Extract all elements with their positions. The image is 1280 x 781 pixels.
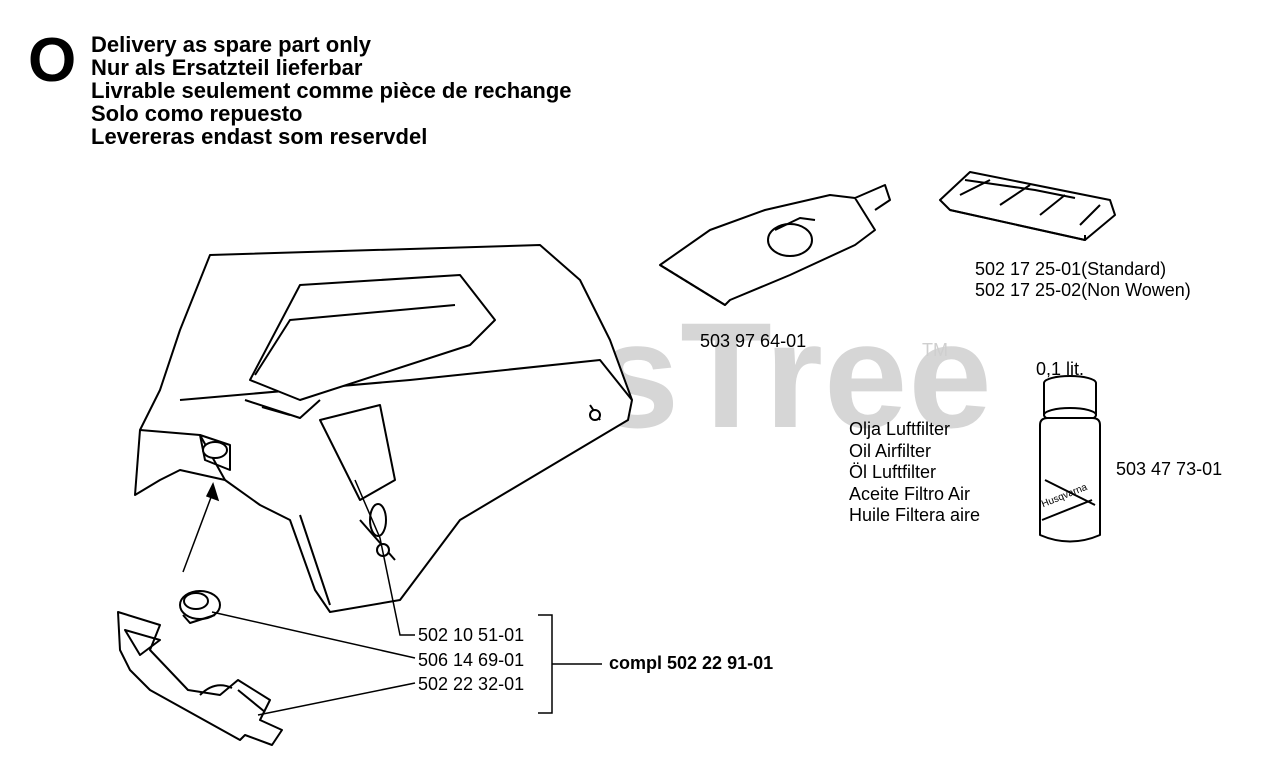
air-filter-part-number-standard: 502 17 25-01(Standard)	[975, 259, 1167, 279]
complete-assembly-number: compl 502 22 91-01	[609, 653, 774, 673]
delivery-note-line-sv: Levereras endast som reservdel	[91, 124, 428, 149]
delivery-note-line-en: Delivery as spare part only	[91, 32, 372, 57]
grease-tube-drawing	[659, 184, 891, 306]
oil-label-es: Aceite Filtro Air	[849, 483, 971, 504]
oil-label-sv: Olja Luftfilter	[849, 419, 951, 439]
oil-part-number: 503 47 73-01	[1116, 459, 1223, 479]
filter-cover-drawing	[134, 244, 633, 613]
watermark-trademark: TM	[922, 340, 948, 360]
oil-volume: 0,1 lit.	[1036, 359, 1085, 379]
air-filter-drawing	[939, 171, 1116, 241]
oil-labels: Olja Luftfilter Oil Airfilter Öl Luftfil…	[849, 419, 980, 527]
cover-part-number: 502 10 51-01	[418, 625, 525, 645]
tube-part-number: 503 97 64-01	[700, 331, 807, 351]
air-filter-part-number-nonwoven: 502 17 25-02(Non Wowen)	[975, 280, 1191, 300]
grommet-drawing	[179, 590, 221, 624]
delivery-note-line-fr: Livrable seulement comme pièce de rechan…	[91, 78, 572, 103]
leader-lines	[211, 479, 602, 716]
delivery-note-line-de: Nur als Ersatzteil lieferbar	[91, 55, 363, 80]
delivery-note-line-es: Solo como repuesto	[91, 101, 303, 126]
assembly-arrow	[182, 482, 220, 573]
oil-label-de: Öl Luftfilter	[849, 462, 937, 482]
bracket-part-number: 502 22 32-01	[418, 674, 525, 694]
grommet-part-number: 506 14 69-01	[418, 650, 525, 670]
oil-label-en: Oil Airfilter	[849, 440, 932, 461]
bracket-drawing	[117, 611, 283, 746]
section-marker: O	[28, 26, 77, 95]
delivery-note: Delivery as spare part only Nur als Ersa…	[91, 33, 572, 148]
oil-label-fr: Huile Filtera aire	[849, 505, 981, 525]
oil-bottle-drawing	[1039, 375, 1101, 543]
